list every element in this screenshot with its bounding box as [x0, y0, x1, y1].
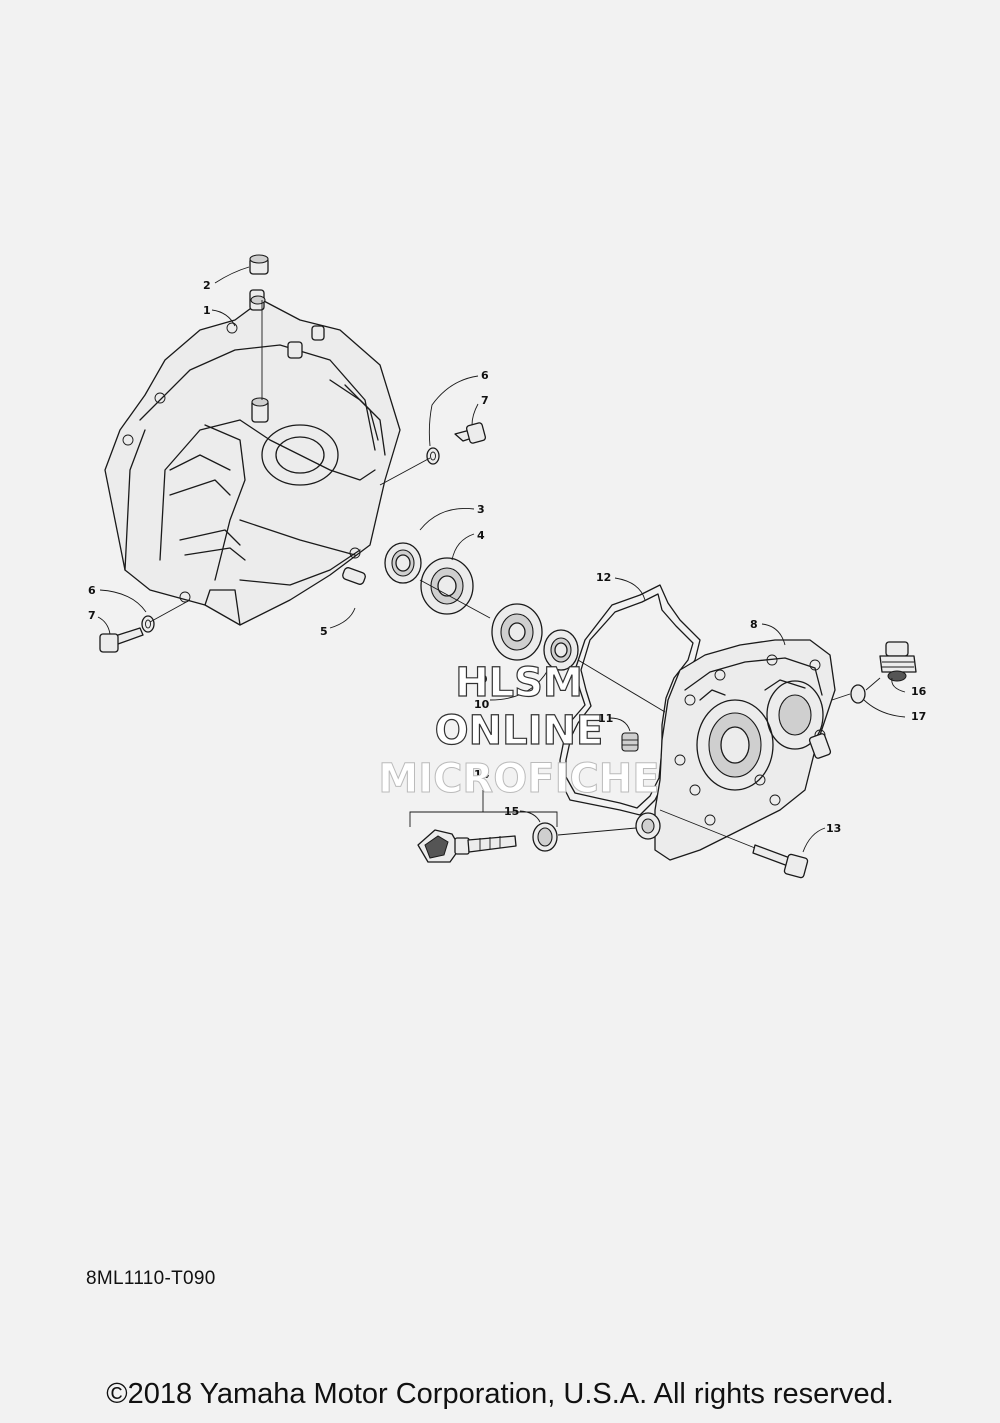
callout-7-lower: 7: [88, 609, 96, 622]
watermark-line-1: HLSM: [455, 660, 583, 706]
bolt-7-upper: [379, 375, 487, 486]
callout-2: 2: [203, 279, 211, 292]
callout-13: 13: [826, 822, 841, 835]
callout-6-lower: 6: [88, 584, 96, 597]
watermark-line-2: ONLINE: [435, 708, 604, 754]
callout-5: 5: [320, 625, 328, 638]
callout-17: 17: [911, 710, 926, 723]
callout-1: 1: [203, 304, 211, 317]
dowel-collar-2: [214, 254, 269, 284]
callout-11: 11: [598, 712, 613, 725]
callout-3: 3: [477, 503, 485, 516]
copyright-notice: ©2018 Yamaha Motor Corporation, U.S.A. A…: [106, 1378, 894, 1410]
callout-16: 16: [911, 685, 927, 698]
callout-4: 4: [477, 529, 485, 542]
crankcase-left: [104, 289, 401, 626]
dowel-pin-5: [329, 567, 366, 629]
callout-6: 6: [481, 369, 489, 382]
callout-7: 7: [481, 394, 489, 407]
callout-15: 15: [504, 805, 519, 818]
drain-plug-16: [831, 641, 917, 718]
callout-8: 8: [750, 618, 758, 631]
oil-seal-10: [489, 629, 666, 713]
bearing-9: [491, 603, 543, 661]
crankcase-cover-8: [635, 623, 836, 861]
callout-14: 14: [474, 768, 490, 781]
bolt-7-lower: [99, 589, 191, 653]
callout-12: 12: [596, 571, 611, 584]
callout-10: 10: [474, 698, 490, 711]
plug-11: [609, 717, 639, 752]
oil-seal-3: [384, 508, 475, 584]
watermark: HLSM ONLINE MICROFICHE: [378, 659, 660, 802]
diagram-code: 8ML1110-T090: [86, 1268, 216, 1289]
callout-9: 9: [480, 673, 488, 686]
bearing-4: [419, 533, 491, 619]
dipstick-14: [409, 790, 637, 863]
watermark-line-3: MICROFICHE: [378, 756, 659, 802]
bolt-13: [659, 809, 826, 879]
